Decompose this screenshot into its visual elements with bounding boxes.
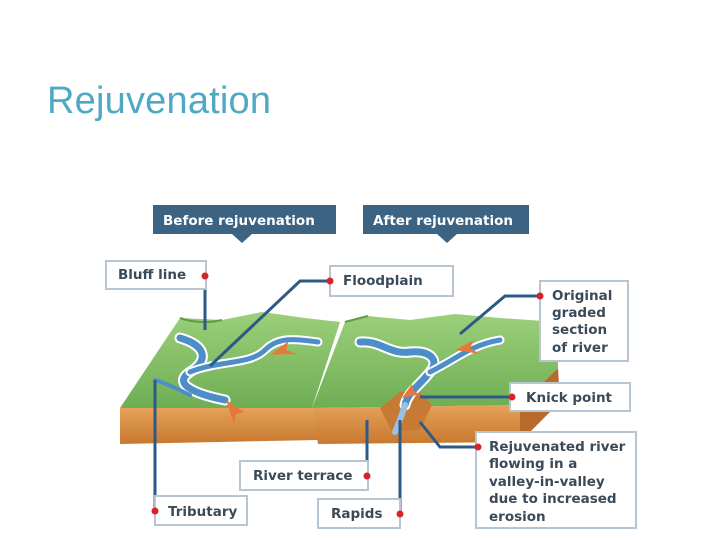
label-rejuvenated-line-3: valley-in-valley (489, 474, 605, 490)
header-before-text: Before rejuvenation (163, 213, 315, 229)
label-rejuvenated: Rejuvenated river flowing in a valley-in… (474, 431, 637, 529)
label-original-line-1: Original (552, 288, 612, 304)
slide-title: Rejuvenation (47, 80, 272, 122)
header-after-text: After rejuvenation (373, 213, 513, 229)
label-floodplain-text: Floodplain (343, 273, 423, 289)
label-rapids-text: Rapids (331, 506, 383, 522)
label-tributary: Tributary (151, 495, 248, 526)
label-original-graded: Original graded section of river (536, 280, 629, 362)
label-rejuvenated-line-5: erosion (489, 509, 546, 525)
label-rejuvenated-line-2: flowing in a (489, 456, 577, 472)
header-before: Before rejuvenation (153, 205, 336, 243)
label-river-terrace-text: River terrace (253, 468, 353, 484)
label-original-line-3: section (552, 322, 607, 338)
label-rejuvenated-line-4: due to increased (489, 491, 617, 507)
label-rapids: Rapids (317, 498, 404, 529)
label-river-terrace: River terrace (239, 460, 371, 491)
river-before (153, 332, 323, 406)
label-bluff-line: Bluff line (105, 260, 209, 290)
label-knick-point: Knick point (508, 382, 631, 412)
label-tributary-text: Tributary (168, 504, 238, 520)
river-after (354, 335, 505, 435)
label-bluff-line-text: Bluff line (118, 267, 186, 283)
label-original-line-4: of river (552, 340, 608, 356)
label-knick-point-text: Knick point (526, 390, 613, 406)
header-after: After rejuvenation (363, 205, 529, 243)
label-original-line-2: graded (552, 305, 606, 321)
flow-arrows (226, 340, 480, 424)
label-rejuvenated-line-1: Rejuvenated river (489, 439, 626, 455)
label-floodplain: Floodplain (326, 265, 454, 297)
